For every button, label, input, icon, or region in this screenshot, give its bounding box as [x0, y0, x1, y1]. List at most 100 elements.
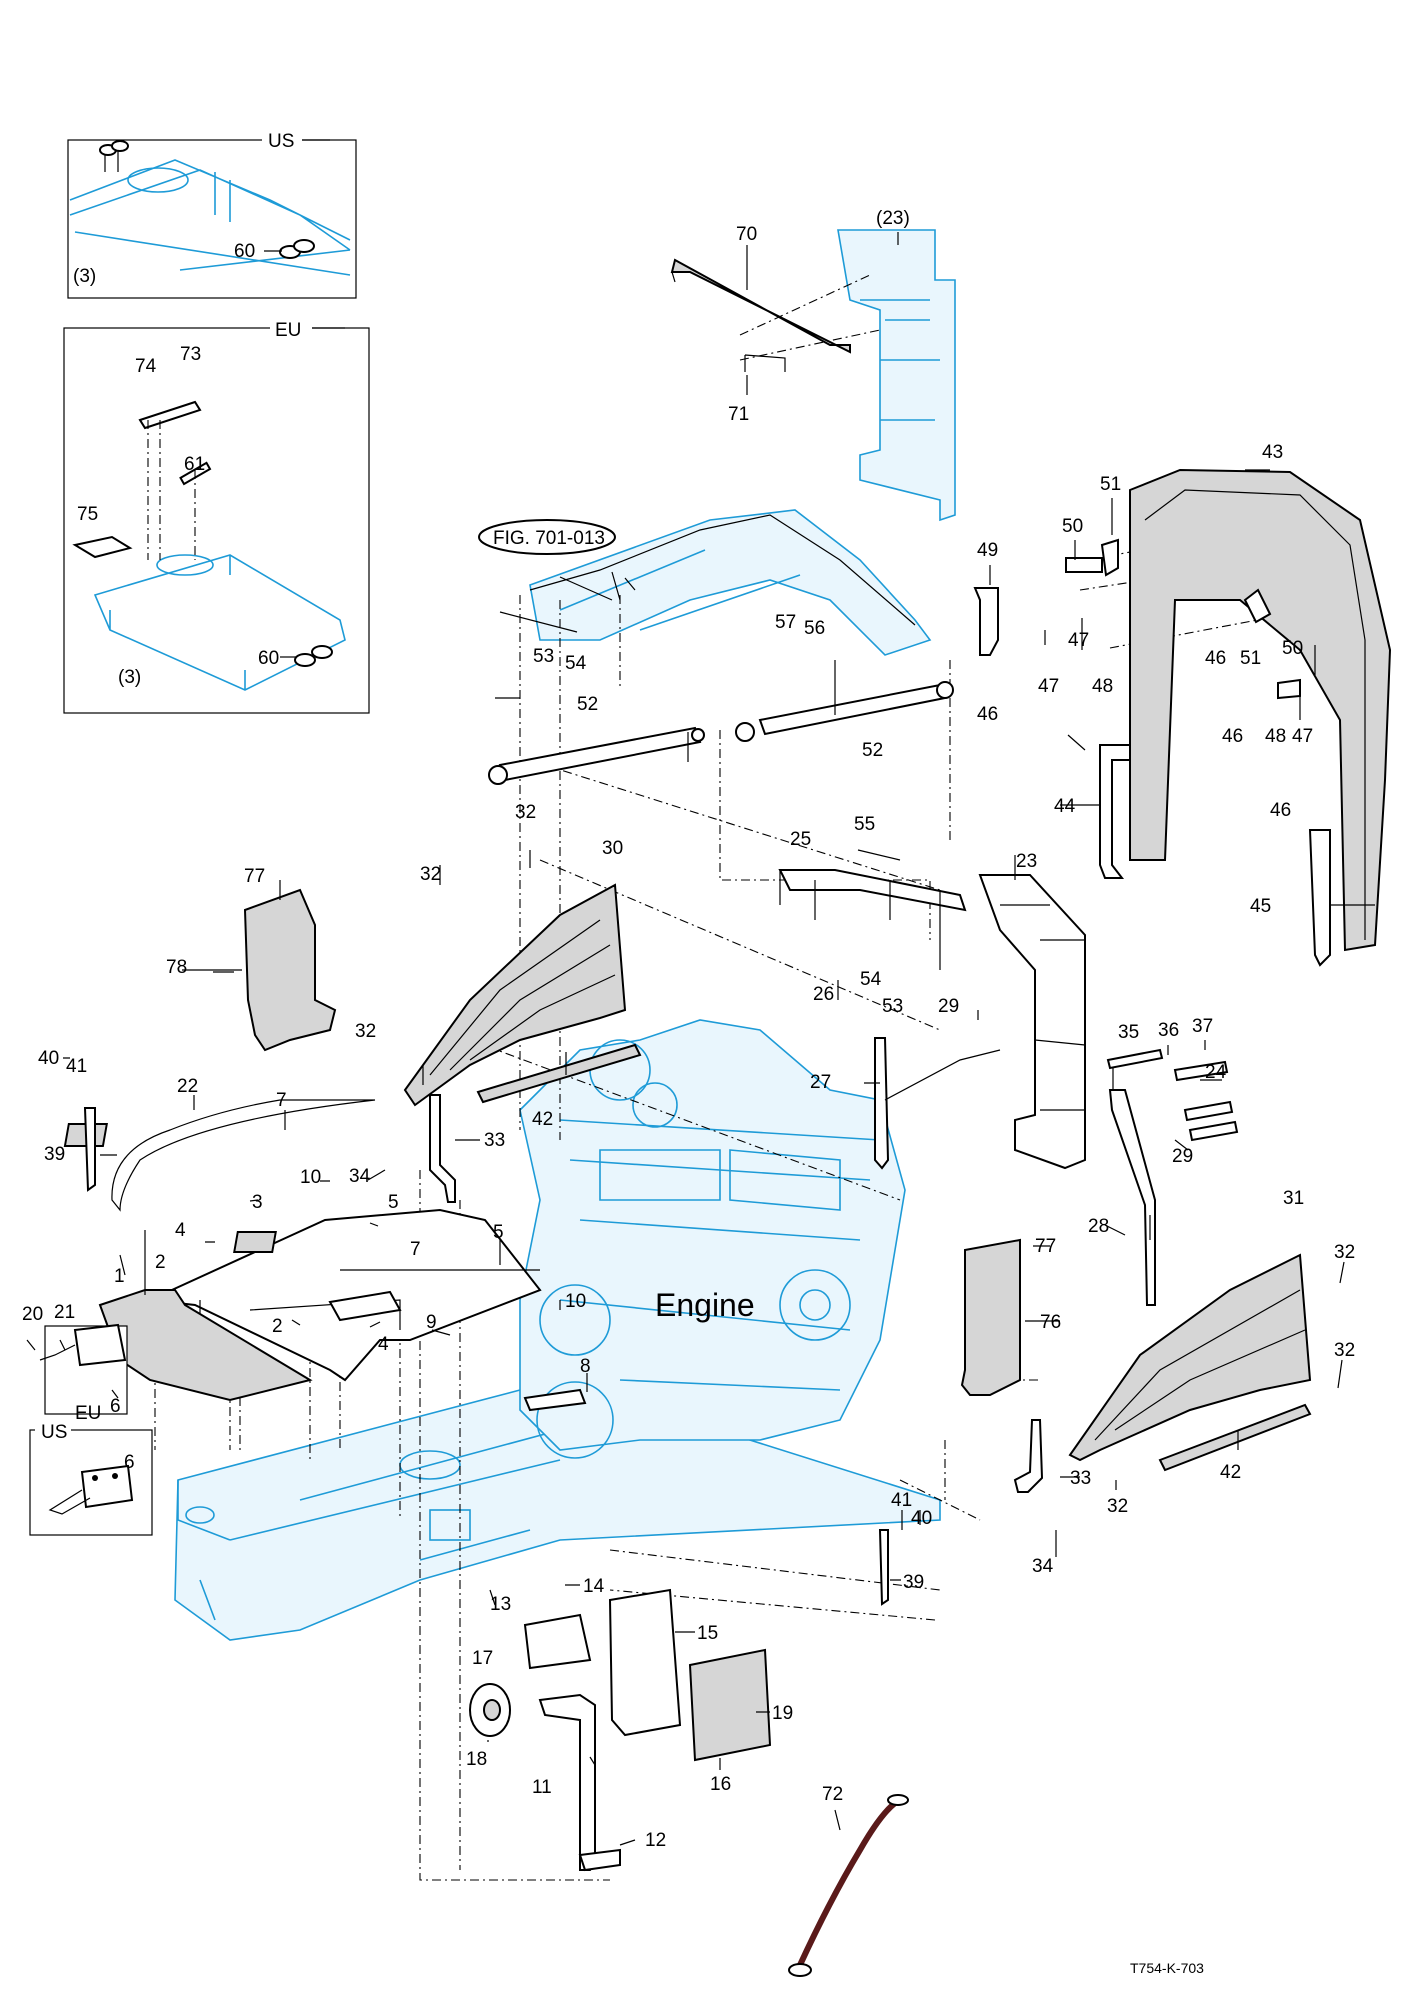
label-16: 16 [710, 1774, 731, 1795]
label-40-b: 40 [911, 1508, 932, 1529]
label-32-d: 32 [1334, 1242, 1355, 1263]
label-39-a: 39 [44, 1144, 65, 1165]
label-33-a: 33 [484, 1130, 505, 1151]
label-30: 30 [602, 838, 623, 859]
label-55: 55 [854, 814, 875, 835]
label-22: 22 [177, 1076, 198, 1097]
label-5-b: 5 [493, 1222, 504, 1243]
label-32-b: 32 [420, 864, 441, 885]
label-51-b: 51 [1240, 648, 1261, 669]
label-47-c: 47 [1292, 726, 1313, 747]
label-37: 37 [1192, 1016, 1213, 1037]
label-17: 17 [472, 1648, 493, 1669]
label-56: 56 [804, 618, 825, 639]
inset-eu-label-60: 60 [258, 648, 279, 669]
label-53-b: 53 [882, 996, 903, 1017]
label-77-b: 77 [1035, 1236, 1056, 1257]
label-44: 44 [1054, 796, 1076, 817]
label-9: 9 [426, 1312, 437, 1333]
label-32-c: 32 [355, 1021, 376, 1042]
label-21: 21 [54, 1302, 75, 1323]
callout-labels: FIG. 701-013 70 (23) 71 43 51 49 50 46 4… [22, 208, 1355, 1976]
label-42-a: 42 [532, 1109, 553, 1130]
inset-eu-label-73: 73 [180, 344, 201, 365]
label-26: 26 [813, 984, 834, 1005]
inset-eu-label-61: 61 [184, 454, 205, 475]
label-39-b: 39 [903, 1572, 924, 1593]
label-23: 23 [1016, 851, 1037, 872]
label-54-a: 54 [565, 653, 587, 674]
label-29-a: 29 [938, 996, 959, 1017]
label-2-a: 2 [155, 1252, 166, 1273]
label-52-b: 52 [862, 740, 883, 761]
drawing-code: T754-K-703 [1130, 1960, 1204, 1976]
label-14: 14 [583, 1576, 605, 1597]
label-46-c: 46 [1222, 726, 1243, 747]
label-32-f: 32 [1107, 1496, 1128, 1517]
inset-us-bottom: US 6 [29, 1421, 153, 1536]
label-19: 19 [772, 1703, 793, 1724]
label-20: 20 [22, 1304, 43, 1325]
label-12: 12 [645, 1830, 666, 1851]
label-4-b: 4 [378, 1334, 389, 1355]
label-2-b: 2 [272, 1316, 283, 1337]
inset-us-label-60: 60 [234, 241, 255, 262]
label-8: 8 [580, 1356, 591, 1377]
label-48-b: 48 [1265, 726, 1286, 747]
label-29-b: 29 [1172, 1146, 1193, 1167]
label-6-eu: 6 [110, 1396, 121, 1417]
parts [39, 258, 1392, 1977]
inset-us-title: US [268, 131, 294, 152]
label-23-ref: (23) [876, 208, 910, 229]
inset-eu-label-75: 75 [77, 504, 98, 525]
label-42-b: 42 [1220, 1462, 1241, 1483]
inset-eu-label-74: 74 [135, 356, 157, 377]
engine-and-chassis-frame: Engine [174, 229, 956, 1641]
inset-eu-title: EU [275, 320, 301, 341]
label-10-b: 10 [565, 1291, 586, 1312]
label-28: 28 [1088, 1216, 1109, 1237]
label-51: 51 [1100, 474, 1121, 495]
label-27: 27 [810, 1072, 831, 1093]
label-47-a: 47 [1068, 630, 1089, 651]
label-35: 35 [1118, 1022, 1139, 1043]
inset-us-bottom-label-6: 6 [124, 1452, 135, 1473]
label-46-d: 46 [1270, 800, 1291, 821]
label-70: 70 [736, 224, 757, 245]
label-47-b: 47 [1038, 676, 1059, 697]
label-34-a: 34 [349, 1166, 371, 1187]
label-72: 72 [822, 1784, 843, 1805]
label-46-b: 46 [1205, 648, 1226, 669]
label-7-a: 7 [276, 1090, 287, 1111]
inset-eu: EU 74 73 61 75 60 (3) [63, 320, 370, 714]
inset-eu-label-3: (3) [118, 667, 141, 688]
label-32-e: 32 [1334, 1340, 1355, 1361]
label-13: 13 [490, 1594, 511, 1615]
label-71: 71 [728, 404, 749, 425]
label-43: 43 [1262, 442, 1283, 463]
label-34-b: 34 [1032, 1556, 1054, 1577]
label-15: 15 [697, 1623, 718, 1644]
label-77-a: 77 [244, 866, 265, 887]
label-53-a: 53 [533, 646, 554, 667]
label-50: 50 [1062, 516, 1083, 537]
leader-lines [26, 232, 1375, 1846]
label-57: 57 [775, 612, 796, 633]
label-40-a: 40 [38, 1048, 59, 1069]
label-36: 36 [1158, 1020, 1179, 1041]
label-3: 3 [252, 1192, 263, 1213]
label-33-b: 33 [1070, 1468, 1091, 1489]
label-31: 31 [1283, 1188, 1304, 1209]
inset-us-label-3: (3) [73, 266, 96, 287]
label-50-b: 50 [1282, 638, 1303, 659]
eu-tag: EU [75, 1403, 101, 1424]
label-5-a: 5 [388, 1192, 399, 1213]
label-10-a: 10 [300, 1167, 321, 1188]
inset-us-top: US 60 (3) [67, 131, 357, 299]
label-41-b: 41 [891, 1490, 912, 1511]
label-46-a: 46 [977, 704, 998, 725]
label-41-a: 41 [66, 1056, 87, 1077]
label-18: 18 [466, 1749, 487, 1770]
label-76: 76 [1040, 1312, 1061, 1333]
